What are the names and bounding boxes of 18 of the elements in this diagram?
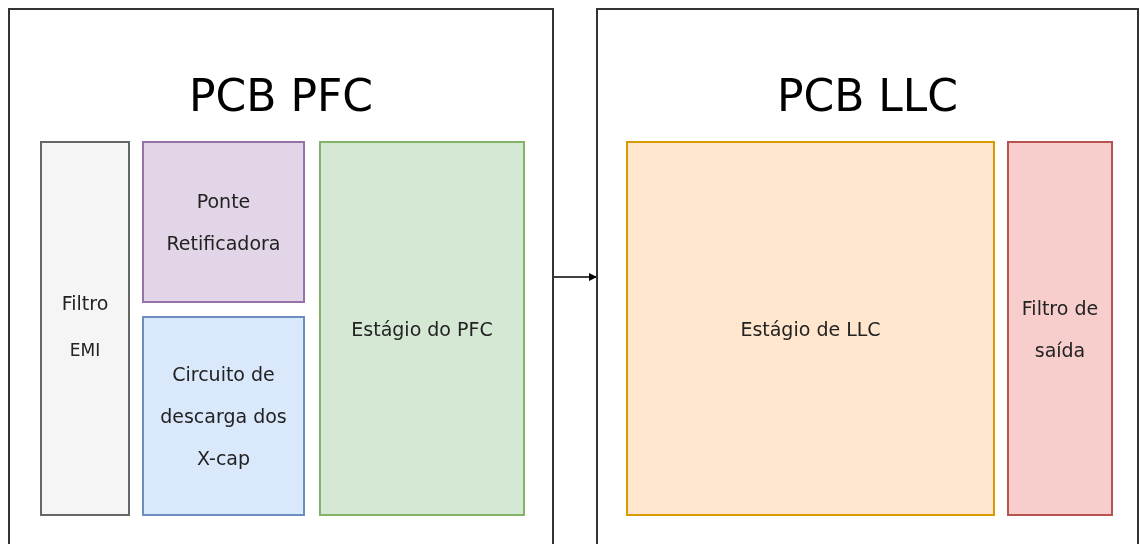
block-label: Filtro (60, 290, 110, 316)
arrow (553, 273, 597, 281)
board-title: PCB LLC (776, 69, 959, 123)
block-label: Filtro de saída (1020, 295, 1100, 363)
block-label: Estágio de LLC (739, 316, 882, 342)
block-label: EMI (68, 338, 102, 362)
block-box (626, 141, 995, 516)
block-label: Estágio do PFC (350, 316, 494, 342)
block-label: Circuito de descarga dos X-cap (159, 362, 288, 471)
block-box (142, 316, 305, 516)
block-box (40, 141, 130, 516)
board-box (8, 8, 554, 544)
block-box (319, 141, 525, 516)
board-title: PCB PFC (189, 69, 373, 123)
block-label: Ponte Retificadora (165, 189, 282, 256)
block-box (142, 141, 305, 303)
block-box (1007, 141, 1113, 516)
board-box (596, 8, 1139, 544)
